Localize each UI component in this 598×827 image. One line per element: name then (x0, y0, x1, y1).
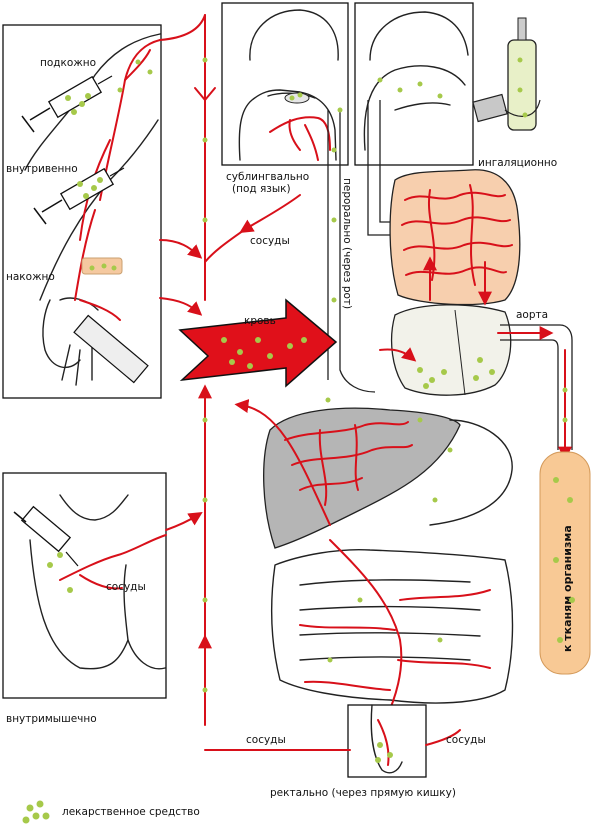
aorta: аорта (497, 309, 573, 461)
label-vessels-muscle: сосуды (106, 581, 146, 593)
intestines (271, 539, 514, 721)
sublingual-panel: сублингвально (под язык) (221, 2, 349, 195)
ointment-tube-icon (73, 314, 149, 384)
liver (263, 407, 461, 549)
label-aorta: аорта (516, 309, 548, 321)
label-intramuscular: внутримышечно (6, 713, 97, 725)
legend-label: лекарственное средство (62, 806, 200, 818)
label-transdermal: накожно (6, 271, 55, 283)
tissues-bar: к тканям организма (539, 451, 591, 675)
label-subcutaneous: подкожно (40, 57, 96, 69)
buttocks-panel: сосуды (2, 472, 167, 699)
label-rectal: ректально (через прямую кишку) (270, 787, 456, 799)
label-vessels-bottom-right: сосуды (446, 734, 486, 746)
syringe-intramuscular-icon (13, 505, 79, 567)
rectal-panel: ректально (через прямую кишку) (270, 704, 456, 799)
label-vessels-top: сосуды (250, 235, 290, 247)
label-sublingual-1: сублингвально (226, 171, 309, 183)
label-inhalation: ингаляционно (478, 157, 557, 169)
drug-particles (47, 57, 575, 763)
label-oral: перорально (через рот) (341, 178, 353, 309)
label-blood: кровь (244, 315, 276, 327)
label-to-tissues: к тканям организма (561, 525, 574, 652)
label-sublingual-2: (под язык) (232, 183, 291, 195)
stomach (429, 419, 513, 526)
label-intravenous: внутривенно (6, 163, 78, 175)
drug-dots-legend-icon (22, 800, 50, 824)
lungs (389, 169, 521, 306)
label-vessels-bottom-left: сосуды (246, 734, 286, 746)
legend: лекарственное средство (22, 800, 200, 824)
inhaler-icon (472, 17, 541, 131)
inhalation-panel: ингаляционно (354, 2, 557, 169)
arm-panel: подкожно внутривенно накожно (2, 24, 162, 399)
